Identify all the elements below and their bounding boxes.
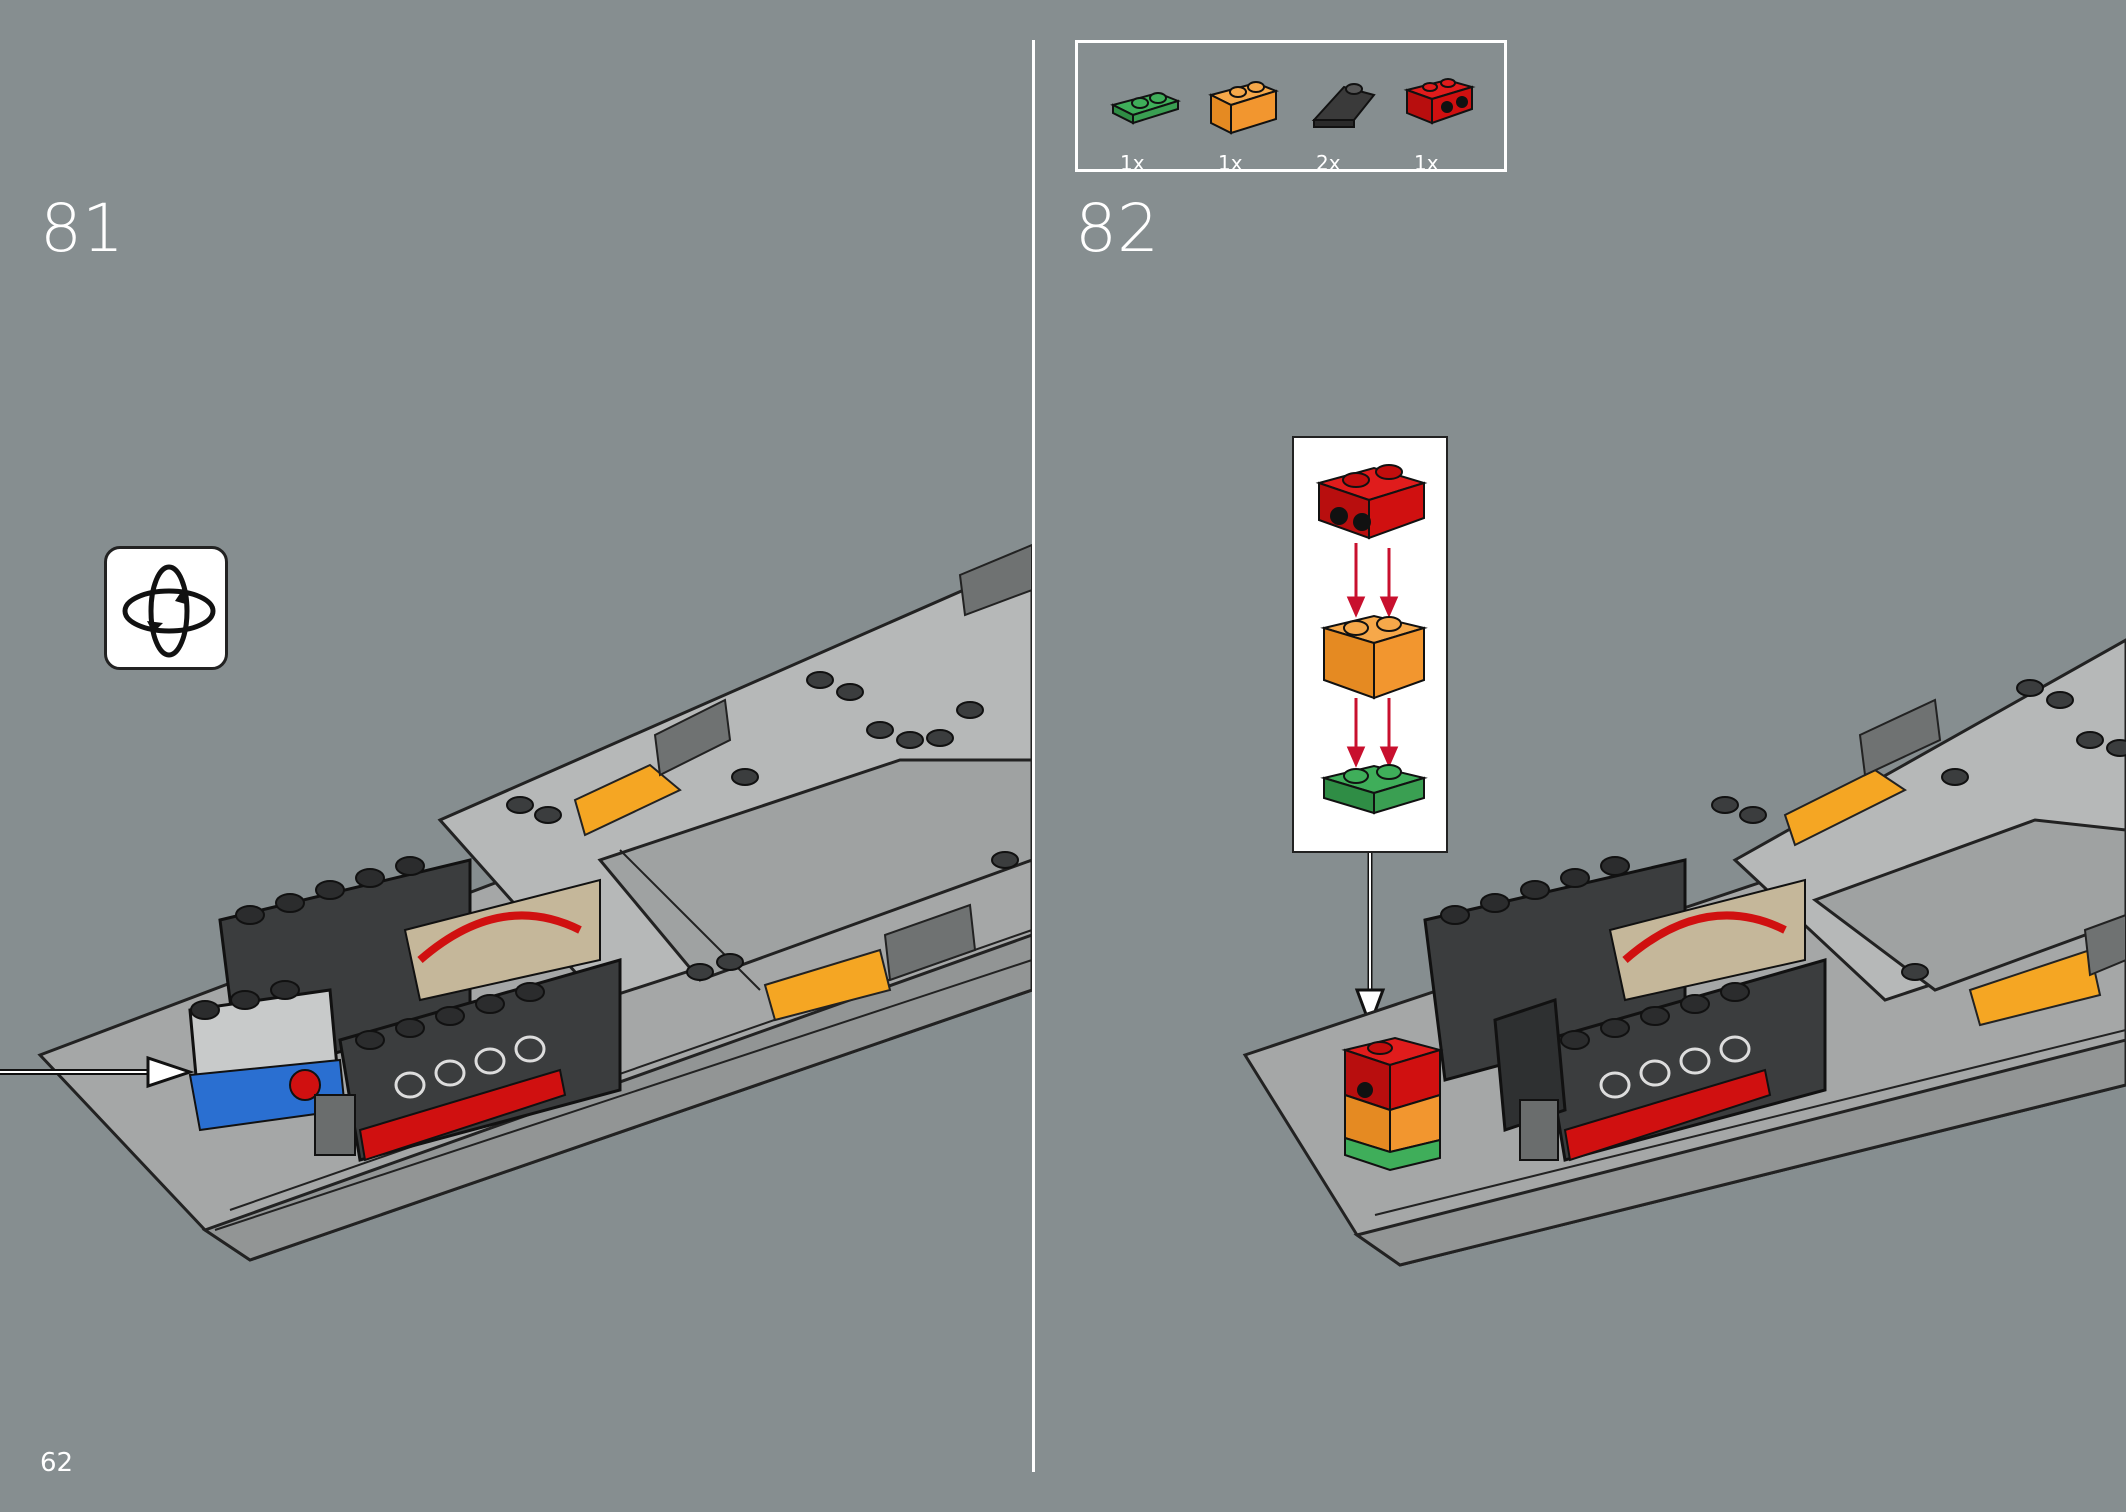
page-number: 62 — [40, 1448, 74, 1478]
part-orange-brick: 1x — [1206, 65, 1296, 175]
green-plate-1x2-icon — [1110, 91, 1181, 125]
part-qty: 1x — [1218, 151, 1243, 175]
model-step-82 — [1242, 638, 2126, 1267]
part-qty: 2x — [1316, 151, 1341, 175]
dark-slope-icon — [1311, 83, 1376, 128]
sub-assembly-callout — [1292, 436, 1448, 853]
page-divider — [1032, 40, 1035, 1472]
rotate-model-icon — [104, 546, 228, 670]
step-number-82: 82 — [1075, 190, 1159, 267]
parts-list-box: 1x 1x 2x 1x — [1075, 40, 1507, 175]
part-green-plate: 1x — [1108, 65, 1198, 175]
part-qty: 1x — [1414, 151, 1439, 175]
part-red-bracket: 1x — [1402, 65, 1492, 175]
orange-brick-1x2-icon — [1208, 81, 1279, 135]
part-qty: 1x — [1120, 151, 1145, 175]
red-bracket-icon — [1403, 78, 1476, 125]
model-step-81 — [0, 543, 1034, 1262]
part-dark-slope: 2x — [1304, 65, 1394, 175]
step-number-81: 81 — [40, 190, 124, 267]
